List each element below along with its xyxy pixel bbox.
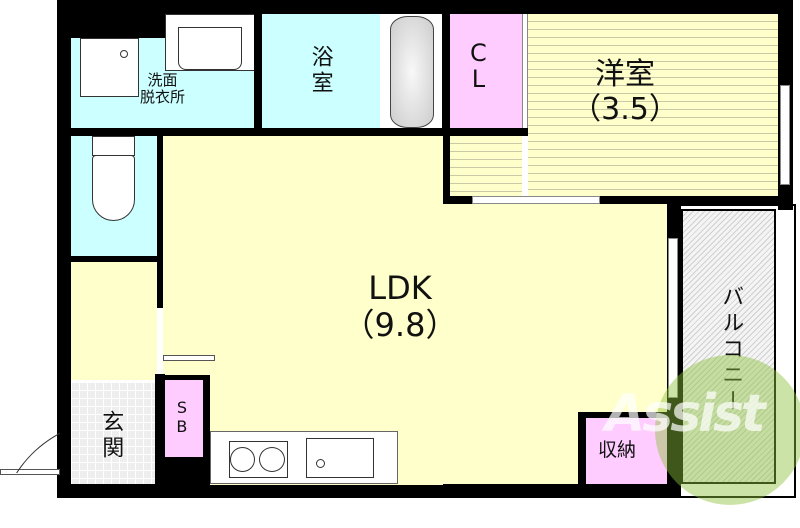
drain-icon: [120, 50, 128, 58]
wall-closet-bottom: [442, 128, 528, 136]
kitchen-sink: [306, 438, 374, 478]
wall-western-bottom: [442, 196, 472, 204]
room-western-main: [528, 14, 778, 196]
ldk-label-text: LDK: [368, 269, 432, 307]
outer-wall-left: [57, 0, 71, 498]
shoe-box-label: SB: [172, 398, 192, 440]
room-washroom-upper: [71, 14, 165, 38]
washroom-label: 洗面 脱衣所: [140, 71, 186, 107]
room-storage: [586, 418, 670, 484]
wall-toilet-bottom: [71, 256, 157, 262]
closet-label: C L: [470, 40, 487, 93]
bathtub-basin: [390, 16, 434, 128]
balcony-label-text: バルコニー: [718, 285, 744, 415]
room-closet: [450, 14, 522, 128]
hallway-door[interactable]: [163, 355, 215, 361]
balcony-rail: [678, 204, 796, 498]
western-room-size: （3.5）: [571, 91, 679, 127]
room-western: [450, 128, 522, 196]
bathroom-label: 浴室: [300, 45, 340, 103]
balcony-window[interactable]: [668, 238, 678, 398]
washroom-label-line1: 洗面: [147, 71, 178, 89]
bathtub: [380, 14, 442, 128]
ldk-size: （9.8）: [342, 305, 458, 344]
outer-wall-bottom: [57, 484, 677, 498]
closet-label-c: C: [470, 39, 487, 67]
wall-bath-closet: [442, 14, 450, 204]
storage-label: 収納: [598, 439, 637, 462]
wall-ldk-top: [155, 128, 450, 136]
room-shoe-box: [165, 380, 203, 457]
watermark-text: Assist: [605, 384, 766, 444]
entrance-label: 玄関: [98, 410, 123, 468]
sink-drain-icon: [316, 459, 325, 468]
washing-machine-pan: [80, 38, 139, 97]
shoe-box-label-text: SB: [172, 398, 192, 436]
watermark: Assist: [605, 384, 766, 445]
western-window[interactable]: [780, 85, 790, 185]
ldk-label: LDK （9.8）: [330, 270, 470, 344]
vanity-basin: [178, 27, 242, 70]
toilet-tank: [92, 136, 135, 156]
balcony-label: バルコニー: [718, 285, 743, 421]
western-room-label: 洋室 （3.5）: [555, 57, 695, 127]
burner-right-icon: [259, 447, 285, 472]
toilet-bowl: [92, 155, 135, 221]
wall-wash-bath: [254, 14, 262, 130]
wall-western-bottom-right: [600, 196, 793, 204]
washroom-label-line2: 脱衣所: [140, 88, 186, 107]
western-room-label-text: 洋室: [595, 57, 655, 92]
watermark-circle: [655, 355, 800, 505]
burner-left-icon: [230, 447, 255, 472]
outer-wall-top: [57, 0, 793, 14]
room-entrance: [71, 382, 159, 484]
closet-door[interactable]: [522, 14, 528, 128]
wall-ldk-left: [155, 128, 163, 308]
closet-label-l: L: [471, 65, 486, 94]
room-balcony: [681, 209, 776, 484]
wall-wash-toilet: [71, 128, 163, 136]
bathroom-label-text: 浴室: [307, 45, 333, 97]
room-bathroom: [262, 14, 380, 128]
western-sliding-door[interactable]: [472, 196, 600, 204]
storage-label-text: 収納: [598, 439, 637, 461]
entrance-label-text: 玄関: [98, 410, 124, 462]
hallway: [71, 262, 157, 380]
